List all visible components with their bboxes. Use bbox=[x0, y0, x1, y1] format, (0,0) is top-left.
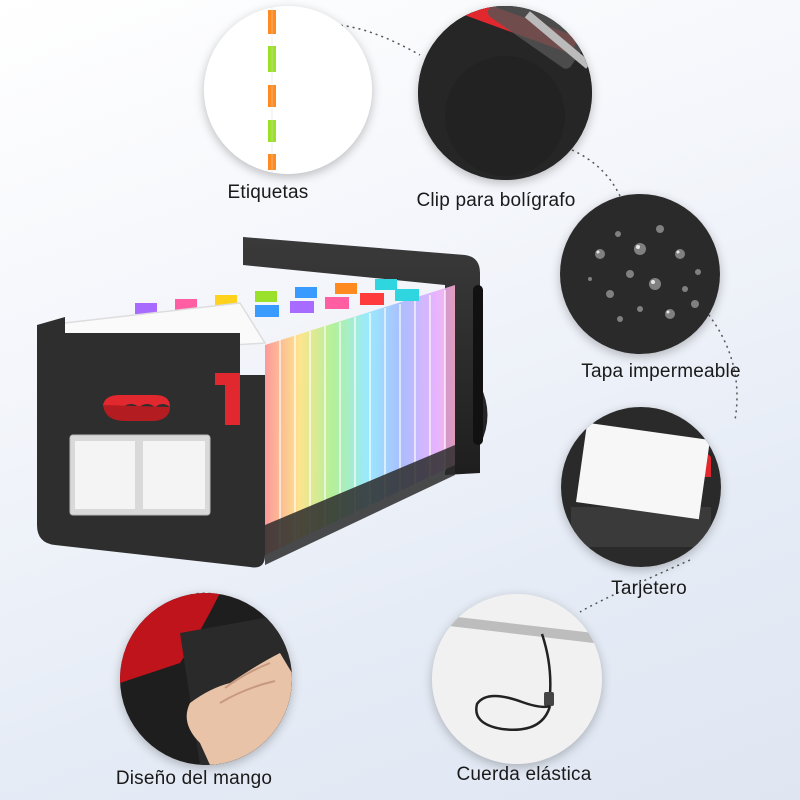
waterproof-feature-circle bbox=[560, 194, 720, 354]
handle-design-feature-circle bbox=[120, 593, 292, 765]
card-holder-pocket-image bbox=[561, 407, 721, 567]
labels-feature-circle bbox=[204, 6, 372, 174]
card-holder-caption: Tarjetero bbox=[611, 578, 687, 599]
handle-design-caption: Diseño del mango bbox=[115, 768, 273, 789]
accordion-file-organizer-image bbox=[25, 225, 495, 585]
hand-grip-handle-image bbox=[120, 593, 292, 765]
pen-clip-closeup-image bbox=[418, 6, 592, 180]
pen-clip-feature-circle bbox=[418, 6, 592, 180]
labels-caption: Etiquetas bbox=[227, 182, 309, 203]
card-holder-feature-circle bbox=[561, 407, 721, 567]
elastic-cord-caption: Cuerda elástica bbox=[456, 764, 592, 785]
elastic-cord-image bbox=[432, 594, 602, 764]
index-tabs-strip-image bbox=[204, 6, 372, 174]
pen-clip-caption: Clip para bolígrafo bbox=[416, 190, 576, 211]
elastic-cord-feature-circle bbox=[432, 594, 602, 764]
waterproof-caption: Tapa impermeable bbox=[581, 361, 741, 382]
water-droplets-cover-image bbox=[560, 194, 720, 354]
